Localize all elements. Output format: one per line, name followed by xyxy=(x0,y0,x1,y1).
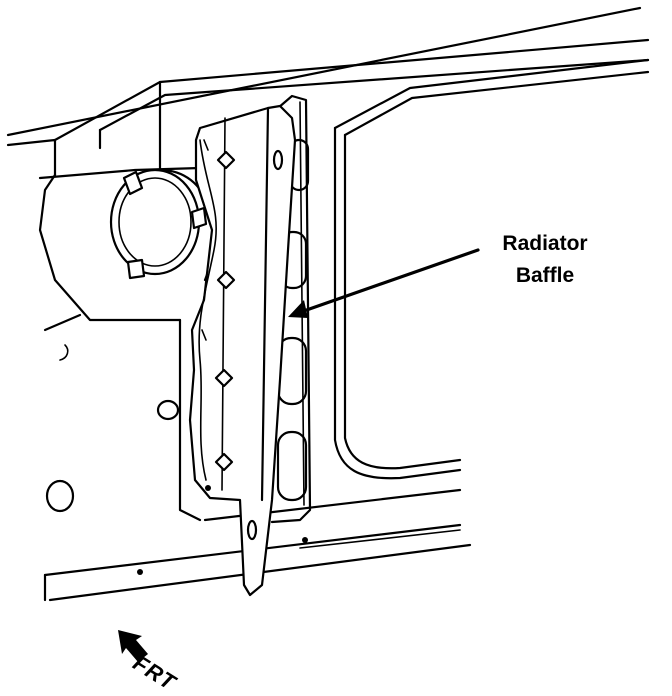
callout-leader xyxy=(288,248,480,318)
baffle-bolt xyxy=(272,149,284,171)
baffle-bolt xyxy=(246,519,258,541)
mounting-hole xyxy=(156,399,180,421)
callout-line-1: Radiator xyxy=(502,232,588,255)
callout-line-2: Baffle xyxy=(515,264,575,287)
radiator-baffle xyxy=(188,104,297,597)
lower-hole xyxy=(45,479,75,513)
front-direction-arrow-icon xyxy=(118,630,148,662)
grille-opening-frame xyxy=(333,58,650,480)
bracket-slot xyxy=(276,430,308,502)
upper-radiator-support xyxy=(6,6,650,180)
radiator-baffle-callout: Radiator Baffle xyxy=(470,228,620,292)
baffle-fasteners xyxy=(214,150,236,472)
headlamp-housing xyxy=(38,168,215,513)
